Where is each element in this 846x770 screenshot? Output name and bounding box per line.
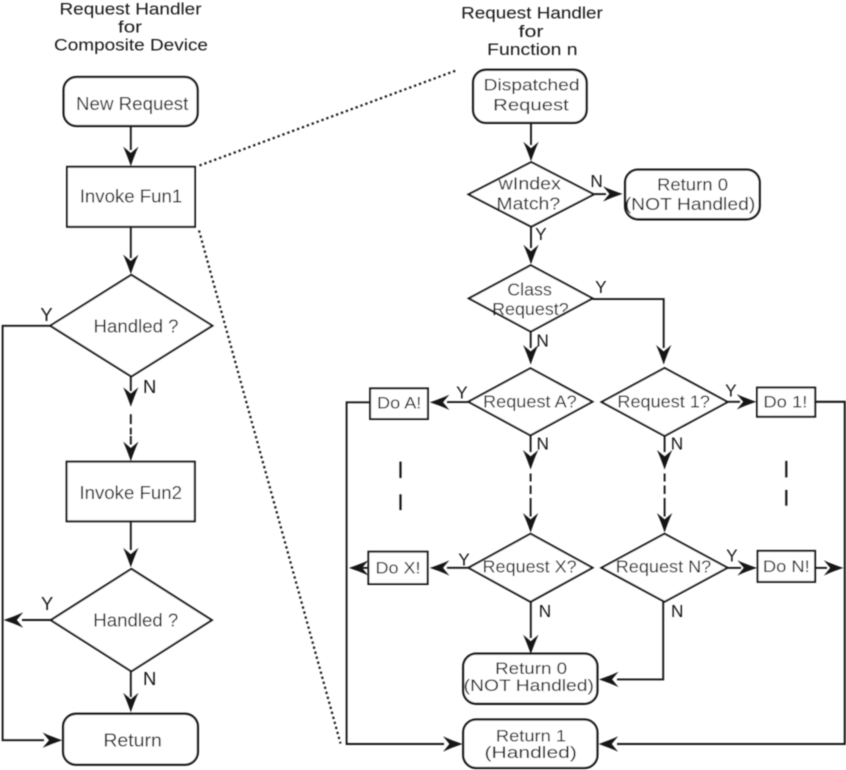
svg-text:Match?: Match?: [496, 194, 560, 214]
svg-text:Y: Y: [595, 277, 607, 297]
svg-text:(NOT Handled): (NOT Handled): [464, 676, 594, 695]
svg-text:Composite Device: Composite Device: [54, 35, 208, 54]
svg-text:N: N: [590, 171, 602, 191]
svg-text:Y: Y: [458, 549, 470, 569]
svg-text:Request: Request: [493, 96, 569, 115]
svg-text:Y: Y: [726, 546, 738, 566]
svg-text:N: N: [143, 668, 156, 689]
svg-text:Y: Y: [535, 224, 547, 244]
svg-text:Request A?: Request A?: [483, 391, 577, 411]
svg-text:Dispatched: Dispatched: [484, 75, 580, 94]
svg-text:Handled ?: Handled ?: [94, 315, 179, 336]
svg-text:Handled ?: Handled ?: [93, 610, 178, 631]
svg-text:Do A!: Do A!: [377, 395, 421, 413]
svg-text:wIndex: wIndex: [498, 174, 562, 194]
svg-text:N: N: [671, 434, 683, 454]
svg-text:Class: Class: [507, 279, 552, 299]
svg-text:Y: Y: [41, 593, 53, 614]
svg-text:Request N?: Request N?: [616, 557, 712, 577]
svg-text:Do 1!: Do 1!: [763, 394, 807, 412]
svg-text:New Request: New Request: [76, 93, 188, 114]
svg-text:N: N: [536, 434, 548, 454]
svg-text:Y: Y: [725, 380, 737, 400]
svg-text:Request?: Request?: [492, 299, 569, 319]
svg-text:N: N: [671, 601, 683, 621]
svg-text:Return 0: Return 0: [657, 174, 728, 194]
svg-text:Request 1?: Request 1?: [617, 391, 710, 411]
svg-text:Invoke Fun1: Invoke Fun1: [80, 185, 183, 206]
svg-text:Function n: Function n: [487, 40, 577, 59]
svg-text:Do N!: Do N!: [763, 558, 810, 576]
svg-text:Request X?: Request X?: [483, 557, 577, 577]
svg-text:Return 1: Return 1: [496, 726, 566, 745]
svg-text:N: N: [143, 376, 156, 397]
svg-text:N: N: [539, 601, 551, 621]
svg-text:Invoke Fun2: Invoke Fun2: [79, 482, 182, 503]
svg-text:Y: Y: [40, 304, 52, 325]
svg-text:(Handled): (Handled): [485, 743, 577, 762]
svg-text:Request Handler: Request Handler: [461, 4, 603, 23]
svg-text:Y: Y: [456, 382, 468, 402]
svg-text:Do X!: Do X!: [376, 559, 421, 577]
svg-text:for: for: [118, 17, 142, 36]
svg-text:for: for: [519, 22, 544, 41]
svg-text:Request Handler: Request Handler: [60, 0, 202, 18]
svg-text:N: N: [536, 330, 548, 350]
svg-text:Return 0: Return 0: [495, 659, 567, 678]
svg-text:Return: Return: [103, 729, 162, 750]
svg-text:(NOT Handled): (NOT Handled): [625, 194, 756, 214]
